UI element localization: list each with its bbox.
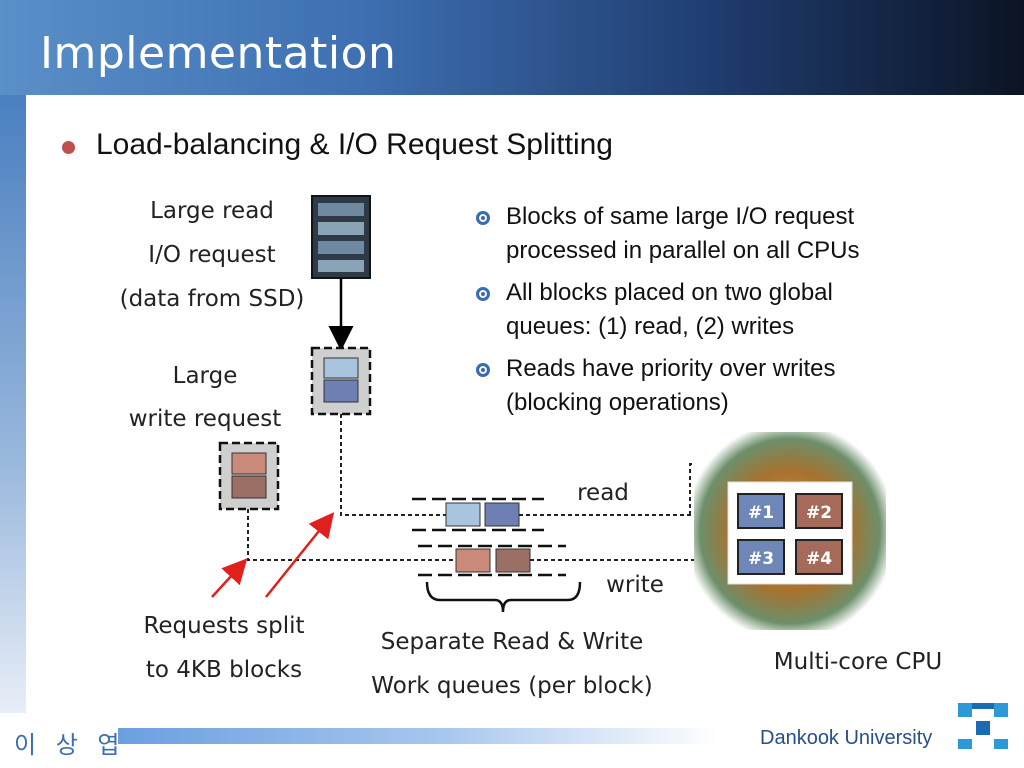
sub-bullet-3-line1: Reads have priority over writes [506, 355, 836, 382]
bullet-ring-icon [476, 287, 490, 301]
queues-label-line1: Separate Read & Write [381, 629, 644, 655]
sub-bullet-1: Blocks of same large I/O request process… [472, 200, 942, 268]
sub-bullet-2-line2: queues: (1) read, (2) writes [506, 313, 795, 340]
large-read-line1: Large read [150, 198, 274, 224]
core-1 [737, 493, 785, 529]
requests-split-line2: to 4KB blocks [146, 657, 302, 683]
read-request-block [310, 346, 372, 416]
slide-title: Implementation [40, 28, 397, 79]
bullet-ring-icon [476, 363, 490, 377]
core-2-label: #2 [806, 503, 832, 523]
core-1-label: #1 [748, 503, 774, 523]
core-2 [795, 493, 843, 529]
read-queue [412, 497, 544, 532]
queues-label-line2: Work queues (per block) [371, 673, 652, 699]
sub-bullet-1-line2: processed in parallel on all CPUs [506, 237, 860, 264]
read-queue-label: read [577, 480, 629, 506]
main-bullet-text: Load-balancing & I/O Request Splitting [96, 128, 613, 161]
core-3 [737, 539, 785, 575]
sub-bullet-1-line1: Blocks of same large I/O request [506, 203, 855, 230]
large-read-line3: (data from SSD) [120, 286, 305, 312]
ssd-chip-icon [311, 195, 371, 279]
large-write-line1: Large [173, 363, 238, 389]
footer-author: 이 상 엽 [14, 731, 126, 759]
sub-bullet-list: Blocks of same large I/O request process… [472, 200, 942, 428]
write-queue-label: write [606, 572, 664, 598]
sub-bullet-2: All blocks placed on two global queues: … [472, 276, 942, 344]
dankook-logo-icon [958, 703, 1008, 749]
requests-split-line1: Requests split [143, 613, 304, 639]
core-4 [795, 539, 843, 575]
core-3-label: #3 [748, 549, 774, 569]
sub-bullet-3: Reads have priority over writes (blockin… [472, 352, 942, 420]
large-read-line2: I/O request [148, 242, 275, 268]
left-band [0, 95, 26, 713]
core-4-label: #4 [806, 549, 832, 569]
large-write-line2: write request [129, 406, 282, 432]
sub-bullet-3-line2: (blocking operations) [506, 389, 729, 416]
write-request-block [218, 441, 280, 511]
main-bullet-marker [62, 141, 75, 154]
write-queue [418, 544, 566, 577]
bullet-ring-icon [476, 211, 490, 225]
footer-university: Dankook University [760, 727, 933, 749]
footer-gradient-bar [118, 728, 718, 744]
queue-brace [425, 581, 582, 613]
sub-bullet-2-line1: All blocks placed on two global [506, 279, 833, 306]
cpu-label: Multi-core CPU [774, 649, 942, 675]
header-band [0, 0, 1024, 95]
multicore-cpu: #1 #2 #3 #4 [694, 432, 886, 630]
